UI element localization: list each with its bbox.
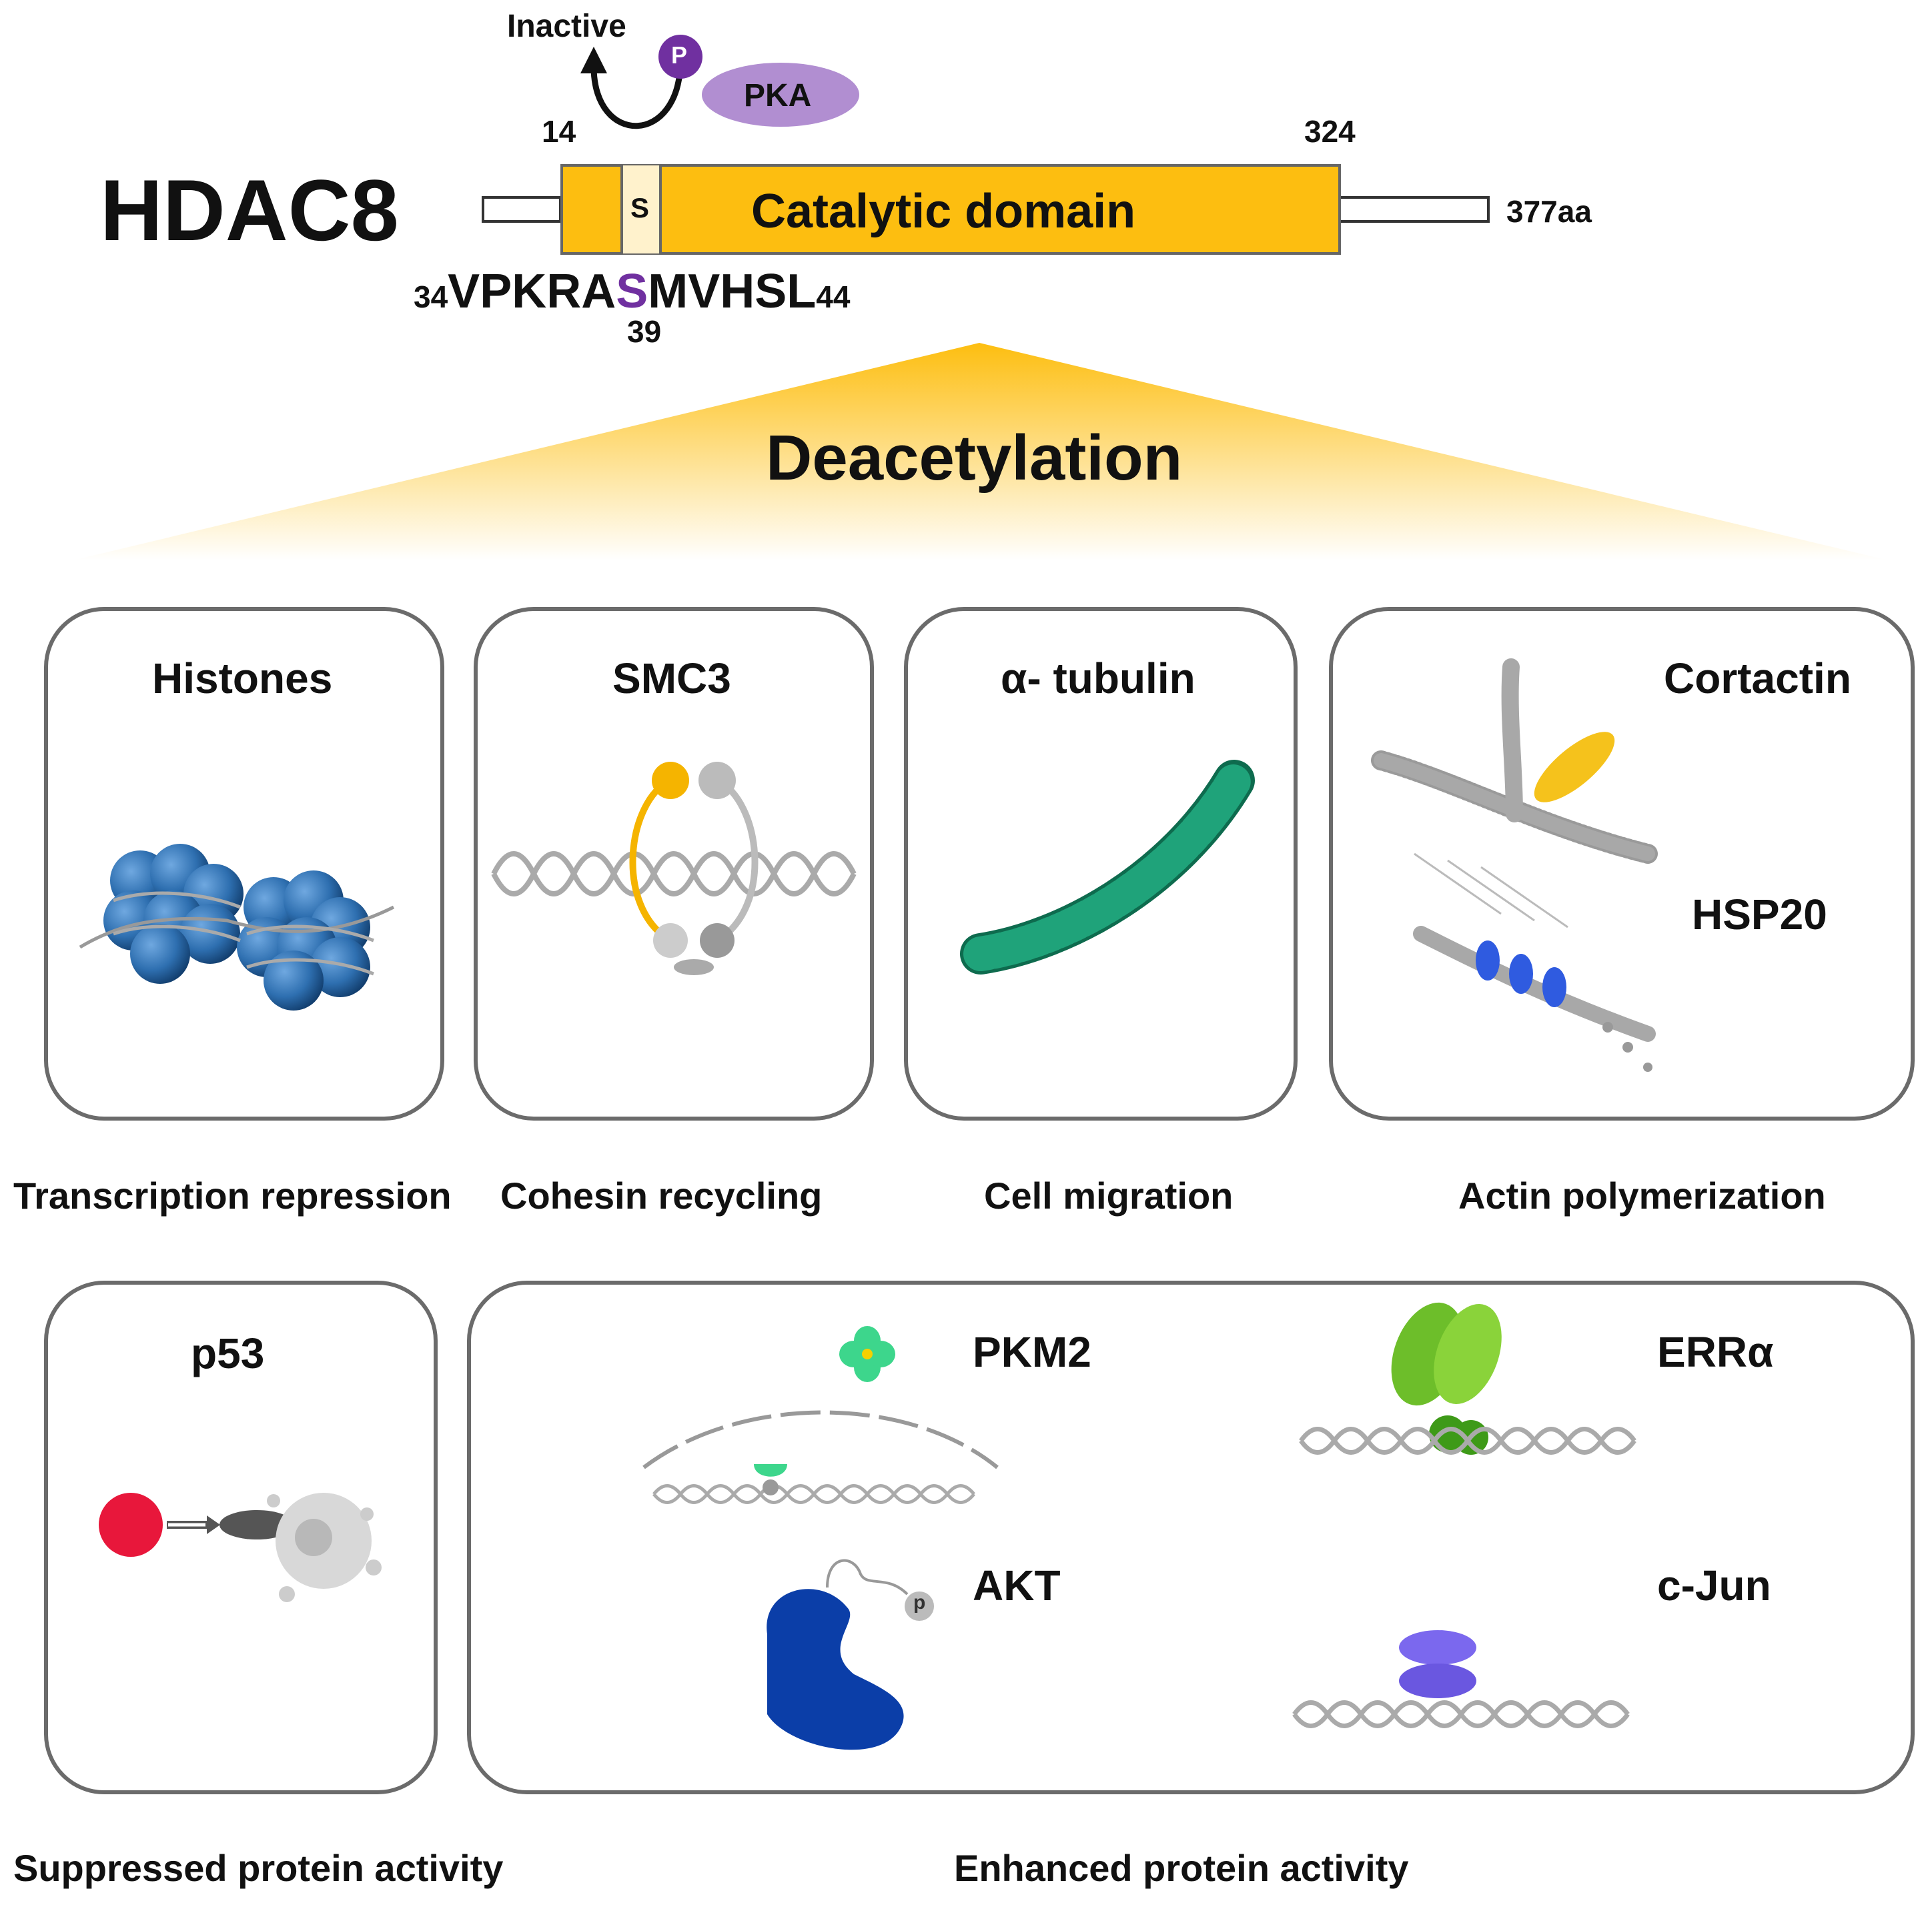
cjun-title: c-Jun (1657, 1561, 1771, 1610)
serine-site-label: S (630, 192, 650, 223)
histones-title: Histones (152, 654, 333, 702)
actin-branch-icon (1371, 658, 1658, 864)
n-terminal-segment (482, 196, 562, 223)
seq-end: 44 (816, 279, 851, 314)
hsp20-actin-icon (1413, 852, 1656, 1072)
histones-panel (44, 607, 444, 1121)
end-position: 324 (1304, 114, 1356, 149)
smc3-title: SMC3 (612, 654, 731, 702)
start-position: 14 (542, 114, 576, 149)
histones-caption: Transcription repression (13, 1175, 452, 1217)
erra-icon (1299, 1302, 1636, 1455)
pkm2-title: PKM2 (973, 1328, 1091, 1376)
seq-start: 34 (414, 279, 448, 314)
serine-site-box (620, 165, 662, 253)
smc3-caption: Cohesin recycling (500, 1175, 823, 1217)
cortactin-title: Cortactin (1664, 654, 1851, 702)
p53-apoptosis-icon (99, 1493, 382, 1602)
catalytic-domain-label: Catalytic domain (751, 185, 1136, 238)
tubulin-caption: Cell migration (984, 1175, 1234, 1217)
inactive-label: Inactive (507, 9, 626, 44)
akt-title: AKT (973, 1561, 1061, 1610)
seq-pre: VPKRA (448, 265, 616, 318)
tubulin-panel (904, 607, 1298, 1121)
erra-title: ERRα (1657, 1328, 1774, 1376)
cohesin-dna-icon (491, 762, 857, 975)
nucleosome-icon (79, 844, 395, 1011)
cortactin-caption: Actin polymerization (1458, 1175, 1826, 1217)
enhanced-panel (467, 1281, 1915, 1794)
site-position: 39 (627, 314, 662, 349)
cortactin-panel (1329, 607, 1915, 1121)
sequence-motif: 34VPKRASMVHSL44 (414, 264, 850, 319)
akt-phospho-label: p (913, 1592, 926, 1614)
hsp20-title: HSP20 (1692, 890, 1827, 938)
akt-icon (767, 1559, 934, 1750)
p53-caption: Suppressed protein activity (13, 1847, 504, 1889)
inactivation-arrow (580, 47, 684, 129)
pka-ellipse (702, 63, 859, 127)
deacetylation-triangle (73, 343, 1888, 560)
deacetylation-label: Deacetylation (766, 422, 1183, 494)
protein-length: 377aa (1506, 194, 1592, 229)
catalytic-domain-box (560, 164, 1341, 255)
phospho-label: P (671, 41, 688, 69)
seq-post: MVHSL (648, 265, 817, 318)
phospho-icon (658, 35, 702, 79)
cjun-icon (1292, 1630, 1630, 1728)
c-terminal-segment (1338, 196, 1490, 223)
microtubule-icon (960, 760, 1255, 975)
pka-label: PKA (744, 78, 812, 113)
protein-name: HDAC8 (100, 161, 399, 259)
p53-title: p53 (191, 1329, 265, 1377)
enhanced-caption: Enhanced protein activity (954, 1847, 1409, 1889)
tubulin-title: α- tubulin (1001, 654, 1195, 702)
seq-site: S (616, 265, 648, 318)
pkm2-icon (642, 1326, 999, 1504)
